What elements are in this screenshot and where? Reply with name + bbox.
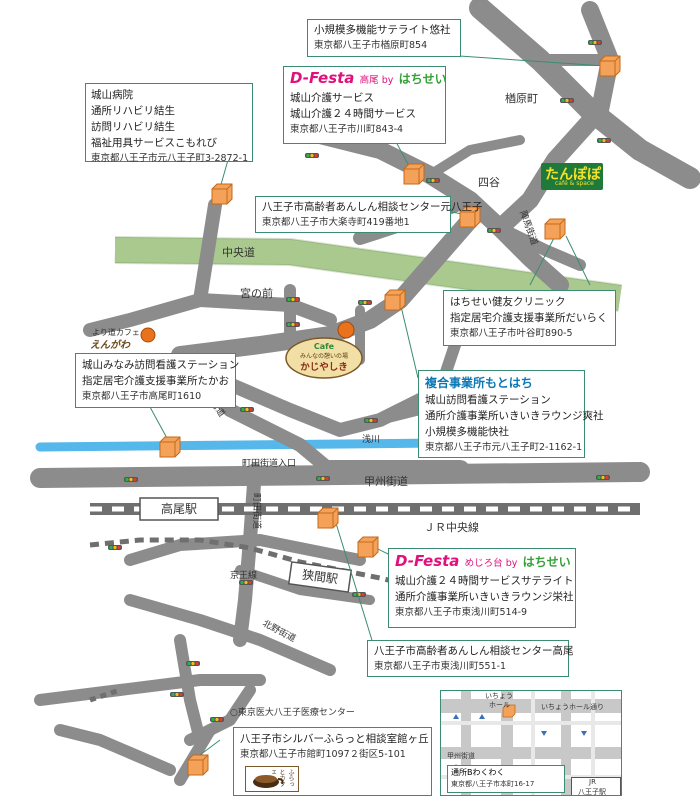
anshin-takao-box: 八王子市高齢者あんしん相談センター高尾 東京都八王子市東浅川町551-1 [367, 640, 574, 677]
box-line: 八王子市シルバーふらっと相談室館ヶ丘 [240, 733, 429, 745]
box-line: 城山訪問看護ステーション [425, 394, 551, 406]
keio-line-label: 京王線 [230, 569, 257, 581]
box-line: 指定居宅介護支援事業所だいらく [450, 312, 608, 324]
anshin-motohachioji-box: 八王子市高齢者あんしん相談センター元八王子 東京都八王子市大楽寺町419番地1 [255, 196, 483, 233]
box-line: 城山病院 [91, 89, 133, 101]
hachisei-logo: はちせい [522, 555, 571, 569]
takao-station-label: 高尾駅 [161, 501, 197, 516]
cafe-sub-label: みんなの憩いの場 [300, 352, 348, 360]
inset-label-icho: いちょう [485, 692, 513, 700]
dfesta-logo-text: D-Festa [395, 552, 460, 570]
tanpopo-sub-label: café & space [555, 180, 594, 187]
dfesta-logo: D-Festa 高尾 by はちせい [290, 69, 447, 90]
yorimichi-label: より道カフェ [92, 327, 140, 337]
facility-markers [159, 55, 621, 776]
box-line: 通所リハビリ結生 [91, 105, 175, 117]
coffee-cup-icon [253, 775, 284, 788]
box-line: 指定居宅介護支援事業所たかお [82, 375, 229, 387]
miyanomae-label: 宮の前 [240, 286, 273, 300]
box-line: 八王子市高齢者あんしん相談センター元八王子 [262, 201, 483, 213]
keio-line [89, 537, 421, 591]
furatto-cafe-logo: ふらっとカフェ [245, 766, 299, 792]
machida-iriguchi-label: 町田街道入口 [242, 457, 296, 469]
box-address: 東京都八王子市大楽寺町419番地1 [262, 217, 410, 228]
box-line: 通所介護事業所いきいきラウンジ爽社 [425, 410, 604, 422]
asakawa-river [35, 438, 445, 452]
box-address: 東京都八王子市元八王子町3-2872-1 [91, 153, 249, 164]
box-line: 訪問リハビリ結生 [91, 121, 175, 133]
dfesta-logo-text: D-Festa [290, 69, 355, 87]
dfesta-logo-sub: めじろ台 by [464, 558, 518, 569]
inset-label-hachioji-station: 八王子駅 [578, 788, 606, 796]
chuodo-label: 中央道 [222, 245, 255, 259]
cafe-kajiyashiki-logo: Cafe みんなの憩いの場 かじやしき [285, 337, 363, 379]
box-address: 東京都八王子市館町1097２街区5-101 [240, 749, 406, 760]
dfesta-logo-sub: 高尾 by [359, 75, 394, 86]
hazama-station-label: 狭間駅 [301, 568, 339, 587]
egawa-label: えんがわ [90, 339, 131, 351]
minami-station-box: 城山みなみ訪問看護ステーション 指定居宅介護支援事業所たかお 東京都八王子市高尾… [75, 353, 240, 408]
asakawa-label: 浅川 [362, 433, 380, 445]
furatto-cafe-label: ふらっとカフェ [269, 769, 294, 787]
box-line: はちせい健友クリニック [450, 296, 566, 308]
cafe-label: Cafe [314, 342, 335, 351]
jr-chuo-label: ＪＲ中央線 [424, 520, 479, 534]
box-line: 城山介護２４時間サービス [290, 108, 416, 120]
hachisei-logo: はちせい [398, 72, 447, 86]
box-address: 東京都八王子市叶谷町890-5 [450, 328, 573, 339]
box-line: 城山介護サービス [290, 92, 374, 104]
kenyu-clinic-box: はちせい健友クリニック 指定居宅介護支援事業所だいらく 東京都八王子市叶谷町89… [443, 290, 616, 346]
takao-station: 高尾駅 [139, 497, 219, 521]
box-line: 福祉用具サービスこもれび [91, 137, 217, 149]
kajiyashiki-label: かじやしき [300, 362, 348, 373]
box-address: 東京都八王子市東浅川町551-1 [374, 661, 507, 672]
box-line: 通所介護事業所いきいきラウンジ栄社 [395, 591, 574, 603]
shiroyama-hospital-box: 城山病院 通所リハビリ結生 訪問リハビリ結生 福祉用具サービスこもれび 東京都八… [85, 83, 253, 164]
tanpopo-label: たんぽぽ [545, 167, 601, 183]
box-title: 複合事業所もとはち [425, 376, 533, 390]
cafe-kajiyashiki-marker [337, 321, 355, 339]
box-line: 城山みなみ訪問看護ステーション [82, 359, 240, 371]
yotsuya-label: 四谷 [478, 176, 500, 189]
box-line: 城山介護２４時間サービスサテライト [395, 575, 574, 587]
inset-label-jr: JR [589, 778, 596, 786]
tanpopo-cafe-logo: たんぽぽ café & space [541, 163, 603, 190]
box-title: 通所Bわくわく [451, 768, 505, 777]
enokimachi-label: 楢原町 [505, 91, 538, 105]
inset-label-icho-street: いちょうホール通り [541, 703, 604, 711]
hazama-station: 狭間駅 [287, 561, 353, 593]
box-line: 八王子市高齢者あんしん相談センター高尾 [374, 645, 574, 657]
inset-hachioji-map: いちょう ホール いちょうホール通り 甲州街道 JR 八王子駅 通所Bわくわく … [440, 690, 622, 796]
inset-label-hall: ホール [489, 701, 510, 709]
box-address: 東京都八王子市高尾町1610 [82, 391, 202, 402]
traffic-lights [108, 40, 611, 722]
box-line: 小規模多機能快社 [425, 426, 509, 438]
box-address: 東京都八王子市楢原町854 [314, 40, 428, 51]
tokyo-idai-label: ○東京医大八王子医療センター [230, 706, 355, 718]
machida-kaido-label: 町田街道 [251, 493, 263, 529]
narahara-satellite-box: 小規模多機能サテライト悠社 東京都八王子市楢原町854 [307, 19, 461, 57]
inset-label-koshu: 甲州街道 [447, 752, 475, 760]
dfesta-takao-box: D-Festa 高尾 by はちせい 城山介護サービス 城山介護２４時間サービス… [283, 66, 447, 144]
box-address: 東京都八王子市川町843-4 [290, 124, 404, 135]
koshu-kaido-label: 甲州街道 [364, 474, 408, 488]
inset-wakuwaku-box: 通所Bわくわく 東京都八王子市本町16-17 [447, 765, 565, 793]
box-address: 東京都八王子市東浅川町514-9 [395, 607, 528, 618]
dfesta-logo: D-Festa めじろ台 by はちせい [395, 552, 571, 573]
fukugo-motohachi-box: 複合事業所もとはち 城山訪問看護ステーション 通所介護事業所いきいきラウンジ爽社… [418, 370, 604, 458]
cafe-yorimichi-marker [140, 327, 156, 343]
box-line: 小規模多機能サテライト悠社 [314, 24, 451, 36]
box-address: 東京都八王子市元八王子町2-1162-1 [425, 442, 583, 453]
inset-jr-station: JR 八王子駅 [571, 777, 621, 796]
dfesta-mejirodai-box: D-Festa めじろ台 by はちせい 城山介護２４時間サービスサテライト 通… [388, 548, 576, 628]
box-address: 東京都八王子市本町16-17 [451, 780, 535, 788]
